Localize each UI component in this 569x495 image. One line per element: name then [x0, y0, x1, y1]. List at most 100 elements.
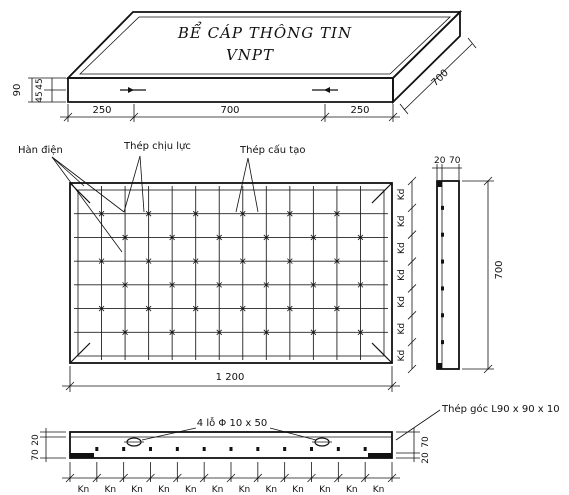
weld-point [239, 258, 246, 264]
rebar-end [95, 447, 99, 451]
rebar-grid [74, 186, 388, 360]
weld-point [239, 210, 246, 217]
weld-point [334, 258, 340, 264]
bottom-section-body [69, 431, 393, 459]
corner-weld-bl [69, 342, 91, 364]
weld-point [98, 210, 105, 217]
kd-tick [407, 230, 417, 239]
dim-bottom-1: 250 [92, 105, 111, 116]
weld-point [98, 258, 105, 264]
weld-point [216, 282, 223, 288]
cover-title-line1: BỂ CÁP THÔNG TIN [177, 22, 352, 42]
kd-label: Kd [397, 269, 407, 281]
weld-point [287, 258, 293, 264]
weld-point [169, 234, 175, 241]
weld-point [192, 210, 199, 217]
kd-label: Kd [397, 323, 407, 335]
plan-inner-frame [77, 189, 385, 357]
weld-point [122, 282, 128, 288]
dim-bottom-2: 700 [220, 105, 239, 116]
bottom-rebar-ticks [95, 447, 367, 451]
weld-point [310, 234, 317, 241]
weld-point [334, 305, 340, 312]
rebar-end [149, 447, 152, 451]
rebar-end [441, 205, 444, 210]
weld-point [169, 329, 175, 336]
rebar-end [256, 447, 260, 451]
bottom-right-dim-1: 70 [421, 436, 431, 448]
leader-main-steel [123, 155, 141, 213]
weld-point [310, 282, 317, 288]
dim-bottom-3: 250 [350, 105, 369, 116]
weld-point [357, 329, 364, 336]
bottom-left-dim-2: 70 [31, 449, 41, 461]
rebar-end [175, 447, 179, 451]
slab-top-face [65, 11, 463, 79]
kn-label: Kn [78, 485, 90, 495]
kd-tick [407, 203, 417, 213]
weld-point [145, 305, 152, 312]
side-dim-top-1: 20 [434, 156, 446, 166]
label-struct-steel: Thép cấu tạo [239, 144, 305, 156]
rebar-end [441, 313, 444, 318]
weld-point [216, 234, 223, 241]
rebar-end [202, 447, 206, 451]
dim-depth: 700 [430, 68, 451, 89]
kn-label: Kn [185, 485, 197, 495]
weld-point [263, 282, 270, 288]
dim-length: 1 200 [216, 372, 245, 383]
rebar-end [122, 447, 126, 451]
dim-height-total: 90 [12, 84, 23, 97]
hole-left [124, 437, 144, 447]
lifting-handle-left [120, 87, 146, 93]
kn-label: Kn [292, 485, 304, 495]
weld-point [122, 329, 128, 336]
weld-point [287, 305, 293, 312]
rebar-end [441, 232, 444, 237]
side-section-body [436, 180, 460, 370]
weld-point [145, 210, 152, 217]
rebar-end [441, 286, 444, 291]
dim-height-part-1: 45 [35, 78, 45, 89]
rebar-end [229, 447, 233, 451]
kd-tick [407, 337, 417, 347]
side-rebar-ticks [441, 205, 444, 345]
kn-label: Kn [373, 485, 385, 495]
weld-point [357, 234, 364, 241]
bottom-left-dim-1: 20 [31, 434, 41, 446]
kn-label: Kn [104, 485, 116, 495]
label-main-steel: Thép chịu lực [123, 140, 191, 152]
weld-point [334, 210, 340, 217]
kn-label: Kn [212, 485, 224, 495]
kd-label: Kd [397, 242, 407, 254]
leader-hole-left [141, 427, 197, 441]
leader-weld-1 [51, 156, 85, 187]
label-angle-steel: Thép góc L90 x 90 x 10 [441, 403, 560, 415]
rebar-end [441, 340, 444, 345]
kd-tick [407, 364, 417, 374]
side-dim-height: 700 [494, 260, 505, 279]
slab-side-face [392, 9, 461, 105]
plan-outer-frame [69, 182, 393, 364]
weld-point [145, 258, 152, 264]
kd-label: Kd [397, 296, 407, 308]
rebar-end [283, 447, 287, 451]
isometric-cover-slab [65, 9, 463, 105]
corner-weld-tr [371, 182, 393, 204]
side-dim-top-2: 70 [449, 156, 461, 166]
label-holes: 4 lỗ Φ 10 x 50 [197, 416, 267, 429]
weld-point [169, 282, 175, 288]
kd-tick [407, 176, 417, 186]
kd-label: Kd [397, 350, 407, 362]
lifting-handle-right [312, 87, 338, 93]
kd-tick [407, 257, 417, 266]
weld-point [122, 234, 128, 241]
weld-point [357, 282, 364, 288]
slab-dimensions [28, 37, 477, 122]
weld-point [263, 234, 270, 241]
kn-label: Kn [265, 485, 277, 495]
